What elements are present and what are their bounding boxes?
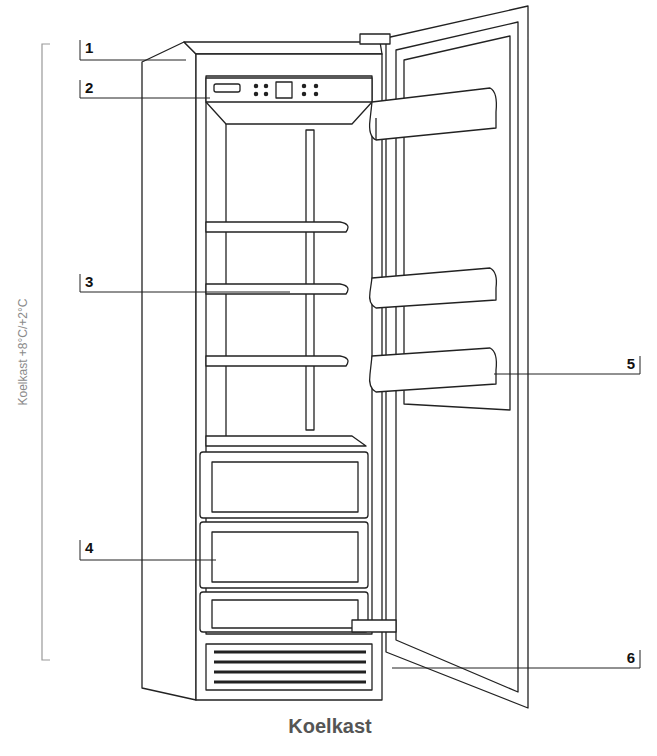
callout-number: 6	[627, 650, 635, 665]
callout-number: 1	[85, 40, 93, 55]
callout-number: 4	[85, 540, 93, 555]
caption: Koelkast	[288, 716, 371, 736]
callout-number: 5	[627, 356, 635, 371]
callout-number: 3	[85, 274, 93, 289]
temperature-range-label: Koelkast +8°C/+2°C	[16, 299, 28, 406]
callout-number: 2	[85, 80, 93, 95]
